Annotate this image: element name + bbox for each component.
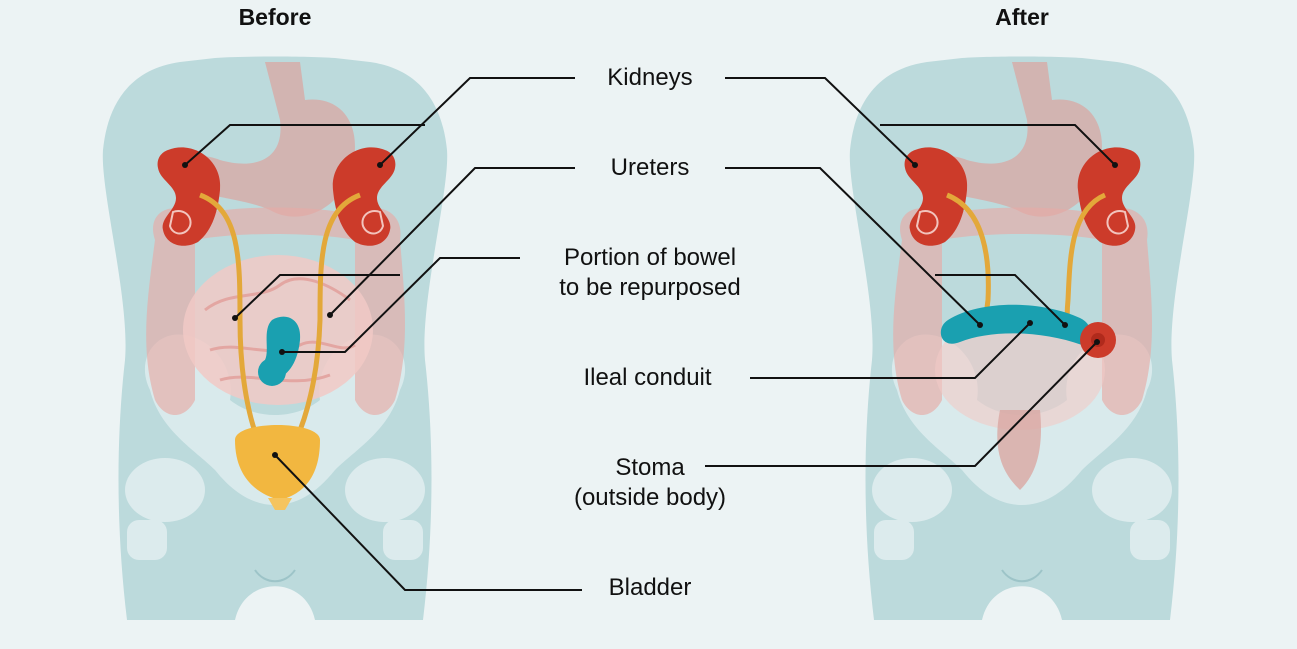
bowel-label: Portion of bowel to be repurposed <box>525 243 775 303</box>
before-figure <box>101 55 449 621</box>
before-title: Before <box>238 4 312 30</box>
after-title: After <box>995 4 1049 30</box>
stoma-label-line2: (outside body) <box>573 484 727 511</box>
leader-dots <box>182 162 1118 458</box>
ileal-conduit-label: Ileal conduit <box>583 364 712 391</box>
leader-lines <box>184 77 1116 591</box>
ureters-label: Ureters <box>610 154 690 181</box>
bowel-label-line2: to be repurposed <box>559 274 741 301</box>
stoma-label-line1: Stoma <box>615 454 685 481</box>
kidneys-label: Kidneys <box>607 64 693 91</box>
bowel-label-line1: Portion of bowel <box>563 244 737 271</box>
after-figure <box>848 55 1196 621</box>
bladder-label: Bladder <box>608 574 692 601</box>
stoma-label: Stoma (outside body) <box>540 453 760 513</box>
